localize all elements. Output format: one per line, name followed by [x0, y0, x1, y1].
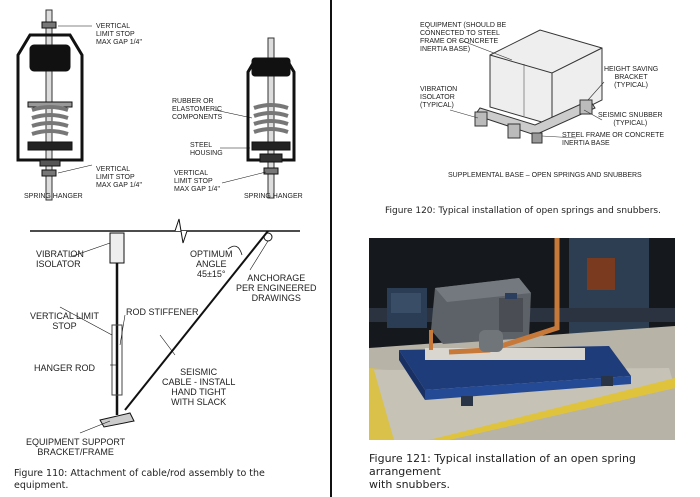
vertical-limit-stop-label: VERTICAL LIMIT STOP — [30, 311, 100, 331]
supplemental-base-drawing — [449, 29, 605, 144]
left-spring-hanger — [16, 9, 93, 201]
figure-110-caption: Figure 110: Attachment of cable/rod asse… — [14, 468, 265, 491]
rod-stiffener-label: ROD STIFFENER — [126, 307, 199, 317]
installation-photo — [369, 238, 675, 440]
base-vibration-isolator-label: VIBRATION ISOLATOR (TYPICAL) — [420, 86, 458, 109]
seismic-cable-label: SEISMIC CABLE - INSTALL HAND TIGHT WITH … — [162, 367, 236, 407]
equipment-support-label: EQUIPMENT SUPPORT BRACKET/FRAME — [26, 437, 126, 457]
steel-housing-label: STEEL HOUSING — [190, 142, 223, 157]
left-top-limit-stop-label: VERTICAL LIMIT STOP MAX GAP 1/4" — [96, 23, 142, 46]
column-divider — [330, 0, 332, 497]
right-hanger-title: SPRING HANGER — [244, 193, 303, 200]
photo-illustration — [369, 238, 675, 440]
anchorage-label: ANCHORAGE PER ENGINEERED DRAWINGS — [236, 273, 317, 303]
vibration-isolator-label: VIBRATION ISOLATOR — [36, 249, 84, 269]
hanger-rod-label: HANGER ROD — [34, 363, 96, 373]
rubber-components-label: RUBBER OR ELASTOMERIC COMPONENTS — [172, 98, 223, 121]
cable-rod-diagram: VIBRATION ISOLATOR OPTIMUM ANGLE 45±15° … — [0, 215, 330, 465]
steel-frame-label: STEEL FRAME OR CONCRETE INERTIA BASE — [562, 132, 665, 147]
right-limit-stop-label: VERTICAL LIMIT STOP MAX GAP 1/4" — [174, 170, 220, 193]
seismic-snubber-label: SEISMIC SNUBBER (TYPICAL) — [598, 112, 663, 127]
height-saving-label: HEIGHT SAVING BRACKET (TYPICAL) — [604, 66, 659, 89]
left-bottom-limit-stop-label: VERTICAL LIMIT STOP MAX GAP 1/4" — [96, 166, 142, 189]
left-hanger-title: SPRING HANGER — [24, 193, 83, 200]
supplemental-base-subtitle: SUPPLEMENTAL BASE – OPEN SPRINGS AND SNU… — [448, 172, 642, 179]
figure-120-caption: Figure 120: Typical installation of open… — [385, 206, 661, 216]
optimum-angle-label: OPTIMUM ANGLE 45±15° — [190, 249, 233, 279]
supplemental-base-diagram: EQUIPMENT (SHOULD BE CONNECTED TO STEEL … — [340, 0, 700, 215]
right-spring-hanger — [214, 37, 296, 199]
spring-hanger-drawings — [16, 9, 296, 201]
cable-rod-drawing — [30, 218, 300, 434]
figure-121-caption: Figure 121: Typical installation of an o… — [369, 452, 636, 491]
equipment-label: EQUIPMENT (SHOULD BE CONNECTED TO STEEL … — [420, 22, 507, 53]
spring-hanger-diagram: VERTICAL LIMIT STOP MAX GAP 1/4" VERTICA… — [0, 0, 330, 215]
